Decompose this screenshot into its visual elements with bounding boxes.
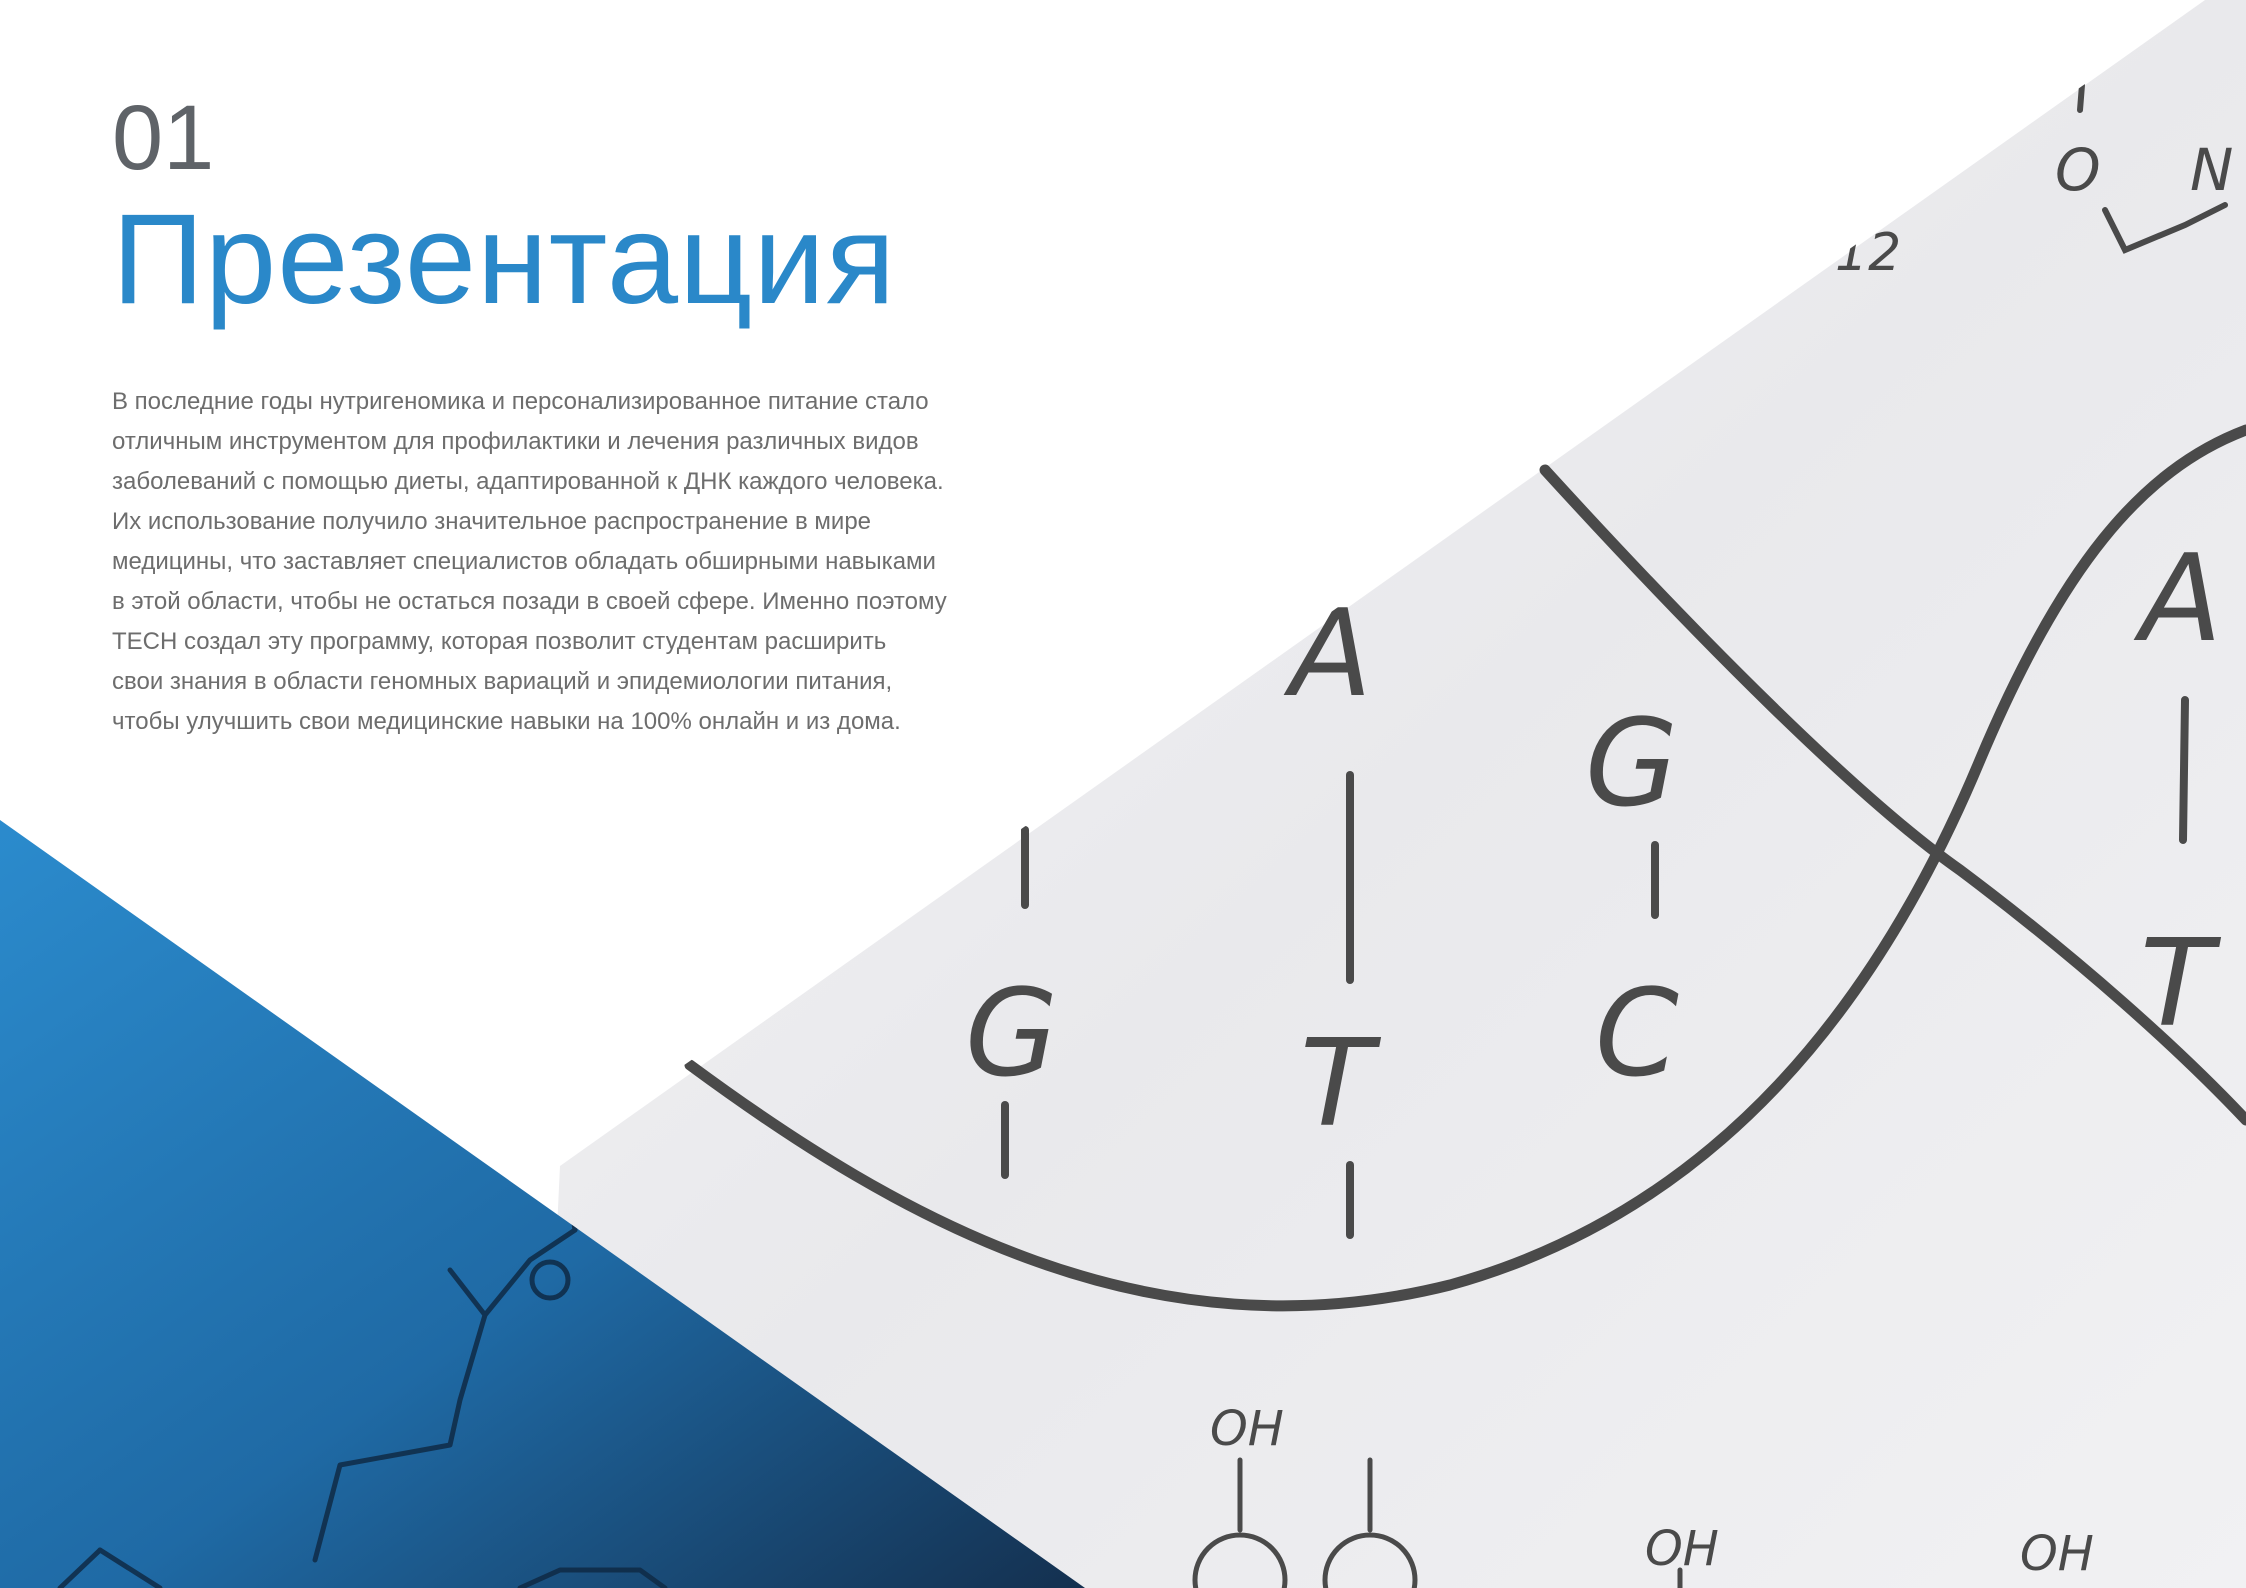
base-letter-t1: T [1300, 1015, 1382, 1154]
chem-label-oh3: OH [2020, 1526, 2094, 1582]
blue-triangle [0, 820, 1085, 1588]
chem-label-n: N [2190, 136, 2233, 204]
base-letter-c: C [1595, 965, 1679, 1104]
chem-label-o: O [2055, 136, 2101, 204]
helix-strand-lower [684, 424, 2246, 1312]
intro-paragraph: В последние годы нутригеномика и персона… [112, 388, 947, 735]
helix-strand-cross [1539, 464, 2246, 1126]
base-letter-g1: G [1585, 695, 1678, 834]
chem-label-oh1: OH [1210, 1401, 1284, 1457]
base-letter-g2: G [965, 965, 1058, 1104]
chem-label-oh2: OH [1645, 1521, 1719, 1577]
page-title: Презентация [112, 188, 897, 331]
base-letter-a2: A [2133, 530, 2222, 669]
base-letter-t2: T [2140, 915, 2222, 1054]
base-letter-a1: A [1283, 585, 1372, 724]
paper-photo-band [540, 0, 2246, 1588]
chem-fragment-label: 12 [1835, 223, 1901, 283]
section-number: 01 [112, 87, 215, 189]
intro-section: 01 Презентация В последние годы нутриген… [112, 70, 1032, 766]
